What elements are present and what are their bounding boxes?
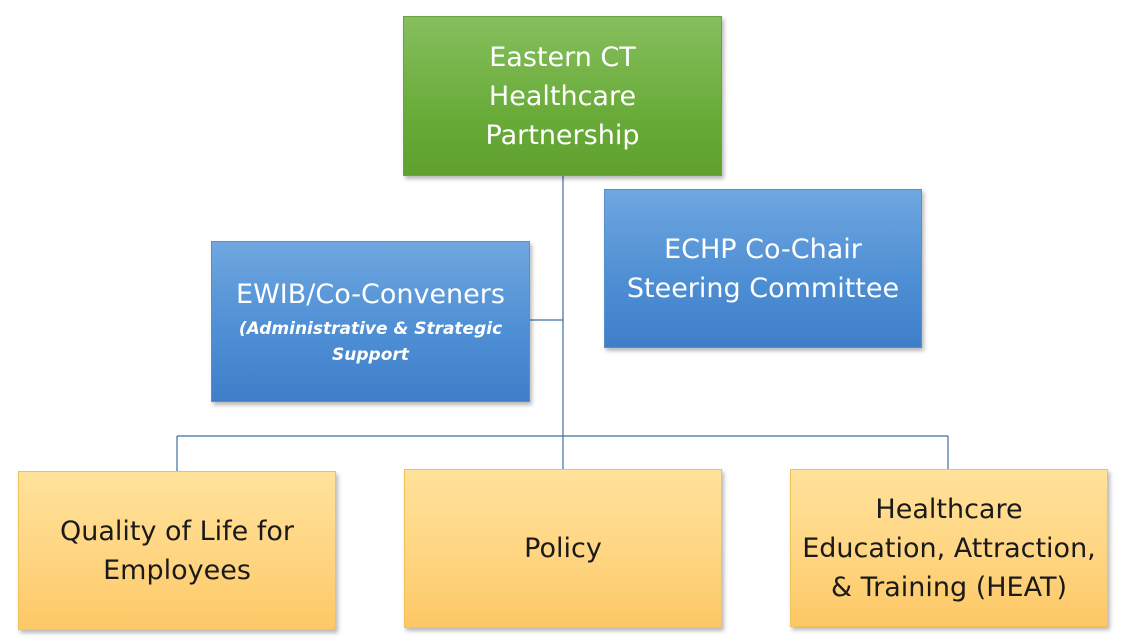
workgroup-title: Policy: [524, 533, 602, 564]
support-node-ewib: EWIB/Co-Conveners (Administrative & Stra…: [211, 241, 530, 402]
workgroup-title: Quality of Life for Employees: [59, 515, 295, 586]
workgroup-node-policy: Policy: [404, 469, 722, 628]
workgroup-node-heat: Healthcare Education, Attraction, & Trai…: [790, 469, 1108, 627]
support-node-title: EWIB/Co-Conveners: [236, 279, 505, 310]
workgroup-node-quality-of-life: Quality of Life for Employees: [18, 471, 336, 630]
steering-committee-node: ECHP Co-Chair Steering Committee: [604, 189, 922, 348]
steering-committee-title: ECHP Co-Chair Steering Committee: [626, 233, 900, 304]
workgroup-title: Healthcare Education, Attraction, & Trai…: [802, 493, 1096, 603]
support-node-subtitle: (Administrative & Strategic Support: [238, 319, 503, 365]
root-node-title: Eastern CT Healthcare Partnership: [485, 41, 640, 151]
root-node-echp: Eastern CT Healthcare Partnership: [403, 16, 722, 176]
